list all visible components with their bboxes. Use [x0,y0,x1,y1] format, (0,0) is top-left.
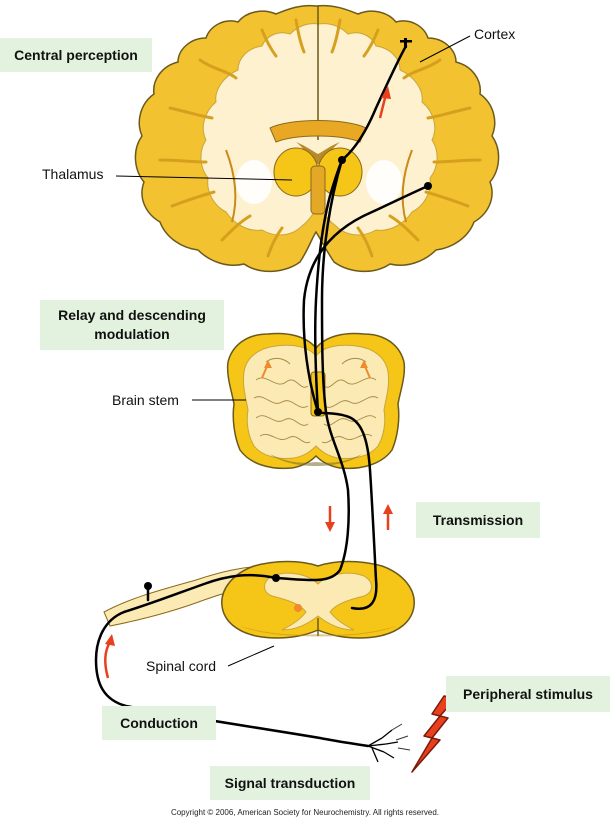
spinal-cord-label: Spinal cord [146,658,217,674]
signal-transduction-label: Signal transduction [224,774,356,791]
brain-section [134,4,500,273]
central-perception-box: Central perception [0,38,152,72]
brain-stem-label: Brain stem [112,392,179,408]
copyright-notice: Copyright © 2006, American Society for N… [170,808,440,817]
central-perception-label: Central perception [14,46,138,63]
spinal-cord-section [103,560,415,639]
red-arrow-icon [104,86,393,679]
transmission-label: Transmission [432,511,524,528]
signal-transduction-box: Signal transduction [210,766,370,800]
lightning-bolt-icon [411,695,457,773]
conduction-box: Conduction [102,706,216,740]
peripheral-stimulus-box: Peripheral stimulus [446,676,610,712]
relay-label: Relay and descending modulation [58,307,206,342]
sensory-ending [367,729,399,763]
peripheral-stimulus-label: Peripheral stimulus [463,685,593,702]
conduction-label: Conduction [120,714,198,731]
nerve-fibers [94,44,430,748]
transmission-box: Transmission [416,502,540,538]
relay-box: Relay and descending modulation [40,300,224,350]
thalamus-label: Thalamus [42,166,104,182]
stimulus-dashes [391,723,411,751]
synapse-terminals [144,38,432,590]
leader-lines [115,35,471,667]
cortex-label: Cortex [474,26,516,42]
